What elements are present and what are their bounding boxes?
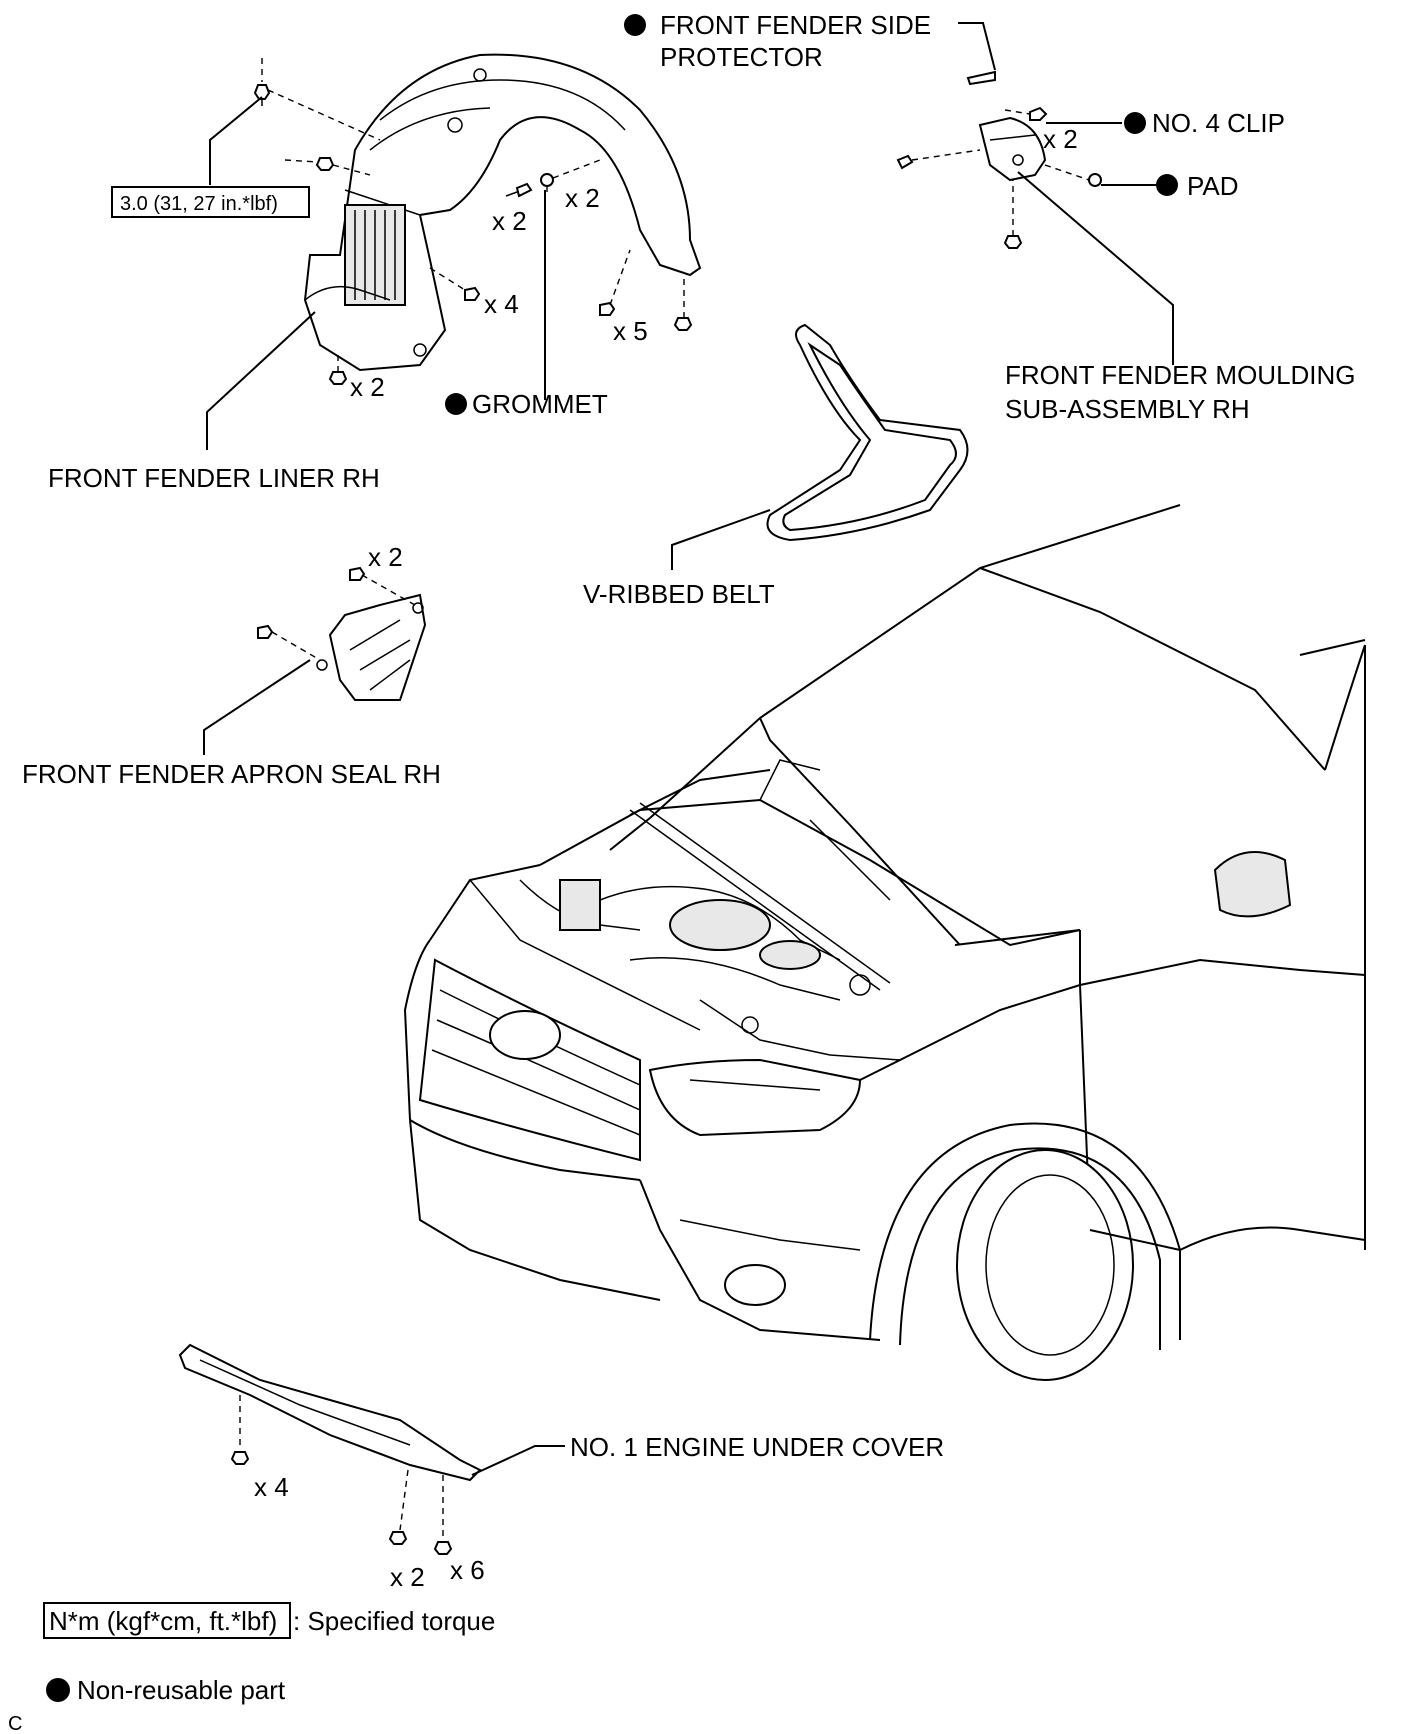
- leader-lines: [203, 22, 1174, 1476]
- legend-torque-box: [43, 1602, 291, 1639]
- label-moulding-line1: FRONT FENDER MOULDING: [1005, 360, 1356, 390]
- legend-torque-text: : Specified torque: [293, 1606, 495, 1636]
- footer-code: C: [8, 1713, 22, 1734]
- label-no4-clip: NO. 4 CLIP: [1152, 108, 1285, 138]
- legend-torque-units: N*m (kgf*cm, ft.*lbf): [49, 1606, 277, 1636]
- front-fender-liner-part: [303, 53, 702, 372]
- qty-cover-x2: x 2: [390, 1562, 425, 1592]
- qty-liner-bottom: x 2: [350, 372, 385, 402]
- qty-screw: x 2: [492, 206, 527, 236]
- engine-under-cover-part: [178, 1343, 482, 1555]
- qty-clip: x 2: [1043, 124, 1078, 154]
- label-grommet: GROMMET: [472, 389, 608, 419]
- qty-x4: x 4: [484, 289, 519, 319]
- label-pad: PAD: [1187, 171, 1239, 201]
- nonreusable-marker-icon: [445, 393, 467, 415]
- label-apron: FRONT FENDER APRON SEAL RH: [22, 759, 441, 789]
- liner-fasteners: [253, 58, 693, 385]
- torque-spec-box: [111, 186, 310, 218]
- fender-moulding-part: [896, 70, 1102, 249]
- qty-cover-x6: x 6: [450, 1555, 485, 1585]
- legend-nonreusable-icon: [46, 1678, 70, 1702]
- front-fender-apron-seal-part: [257, 566, 427, 701]
- torque-spec-value: 3.0 (31, 27 in.*lbf): [120, 193, 278, 215]
- nonreusable-marker-icon: [1156, 174, 1178, 196]
- label-liner: FRONT FENDER LINER RH: [48, 463, 380, 493]
- label-side-protector-line2: PROTECTOR: [660, 42, 823, 72]
- nonreusable-marker-icon: [1124, 112, 1146, 134]
- qty-x5: x 5: [613, 316, 648, 346]
- label-moulding-line2: SUB-ASSEMBLY RH: [1005, 394, 1250, 424]
- nonreusable-marker-icon: [624, 14, 646, 36]
- label-side-protector-line1: FRONT FENDER SIDE: [660, 10, 931, 40]
- v-ribbed-belt-part: [766, 323, 969, 542]
- qty-cover-x4: x 4: [254, 1472, 289, 1502]
- legend-nonreusable-text: Non-reusable part: [77, 1675, 286, 1705]
- label-belt: V-RIBBED BELT: [583, 579, 775, 609]
- qty-grommet: x 2: [565, 183, 600, 213]
- qty-apron: x 2: [368, 542, 403, 572]
- vehicle-illustration: [403, 504, 1366, 1381]
- label-under-cover: NO. 1 ENGINE UNDER COVER: [570, 1432, 944, 1462]
